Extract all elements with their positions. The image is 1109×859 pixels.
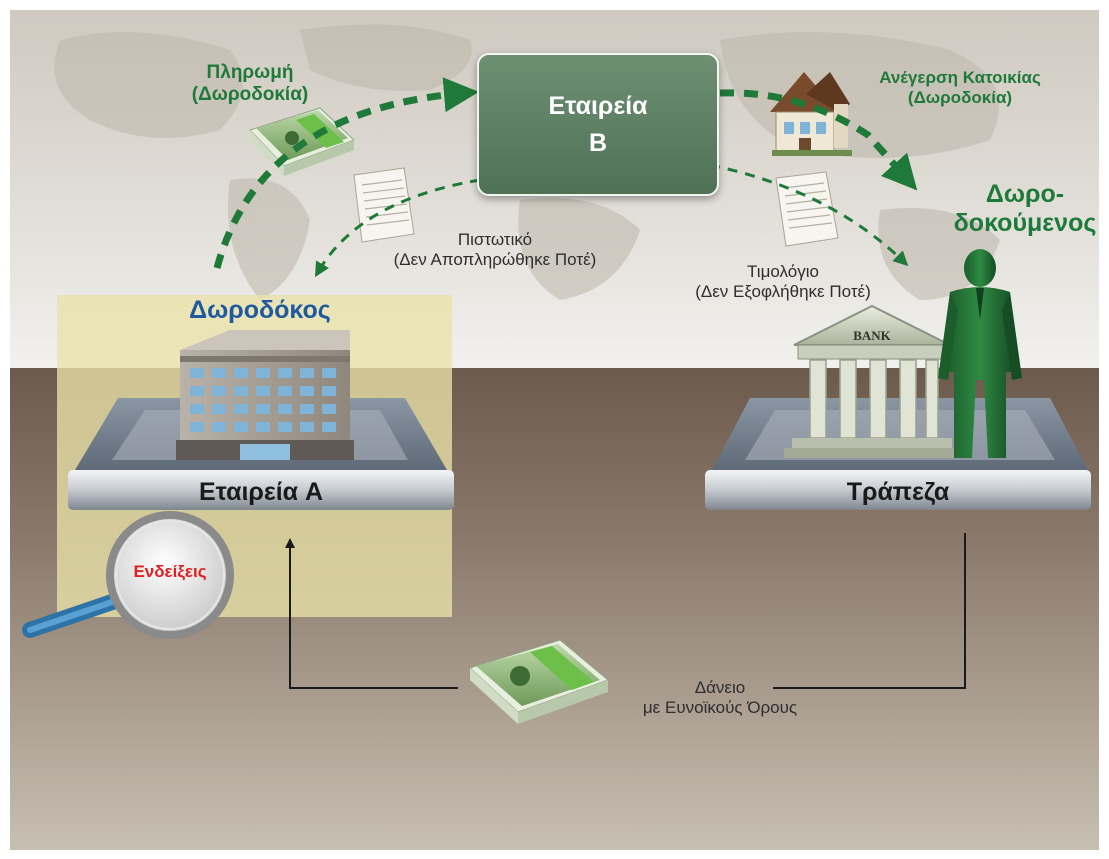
bribee-label: Δωρο- δοκούμενος bbox=[940, 180, 1109, 238]
businessman-icon bbox=[938, 249, 1022, 458]
company-b-title: Εταιρεία bbox=[548, 91, 648, 120]
loan-flow-line bbox=[285, 533, 966, 689]
payment-label: Πληρωμή (Δωροδοκία) bbox=[170, 62, 330, 106]
payment-label-line1: Πληρωμή bbox=[206, 62, 294, 83]
bank-label: Τράπεζα bbox=[846, 478, 950, 506]
world-map-continents bbox=[54, 24, 1000, 300]
bribe-flow-arrows bbox=[213, 77, 918, 278]
house-label-line2: (Δωροδοκία) bbox=[907, 87, 1013, 107]
credit-note-label-line2: (Δεν Αποπληρώθηκε Ποτέ) bbox=[393, 249, 597, 269]
invoice-label-line1: Τιμολόγιο bbox=[747, 262, 819, 281]
credit-note-icon bbox=[353, 167, 415, 243]
bank-sign: BANK bbox=[853, 328, 891, 343]
loan-label: Δάνειο με Ευνοϊκούς Όρους bbox=[560, 678, 880, 717]
invoice-arrow bbox=[709, 163, 909, 267]
clues-label: Ενδείξεις bbox=[133, 562, 207, 581]
company-a-label: Εταιρεία A bbox=[198, 478, 324, 506]
office-building-icon bbox=[176, 330, 354, 460]
briber-label: Δωροδόκος bbox=[189, 296, 331, 324]
payment-arrow bbox=[213, 77, 479, 269]
bank-building-icon bbox=[784, 304, 960, 458]
loan-label-line2: με Ευνοϊκούς Όρους bbox=[642, 697, 798, 717]
credit-note-label-line1: Πιστωτικό bbox=[457, 230, 533, 249]
invoice-label-line2: (Δεν Εξοφλήθηκε Ποτέ) bbox=[695, 281, 871, 301]
invoice-label: Τιμολόγιο (Δεν Εξοφλήθηκε Ποτέ) bbox=[628, 262, 938, 301]
magnifying-glass-icon bbox=[22, 511, 234, 639]
bribee-label-line1: Δωρο- bbox=[985, 180, 1065, 208]
company-b-letter: B bbox=[588, 128, 608, 157]
loan-label-line1: Δάνειο bbox=[694, 678, 746, 697]
invoice-icon bbox=[775, 171, 839, 247]
payment-label-line2: (Δωροδοκία) bbox=[191, 83, 309, 105]
loan-money-icon bbox=[469, 639, 609, 724]
bribee-label-line2: δοκούμενος bbox=[953, 208, 1097, 237]
house-label: Ανέγερση Κατοικίας (Δωροδοκία) bbox=[845, 68, 1075, 107]
house-label-line1: Ανέγερση Κατοικίας bbox=[879, 68, 1041, 87]
credit-note-label: Πιστωτικό (Δεν Αποπληρώθηκε Ποτέ) bbox=[330, 230, 660, 269]
company-b-box: Εταιρεία B bbox=[477, 53, 719, 196]
house-arrow bbox=[719, 89, 918, 191]
